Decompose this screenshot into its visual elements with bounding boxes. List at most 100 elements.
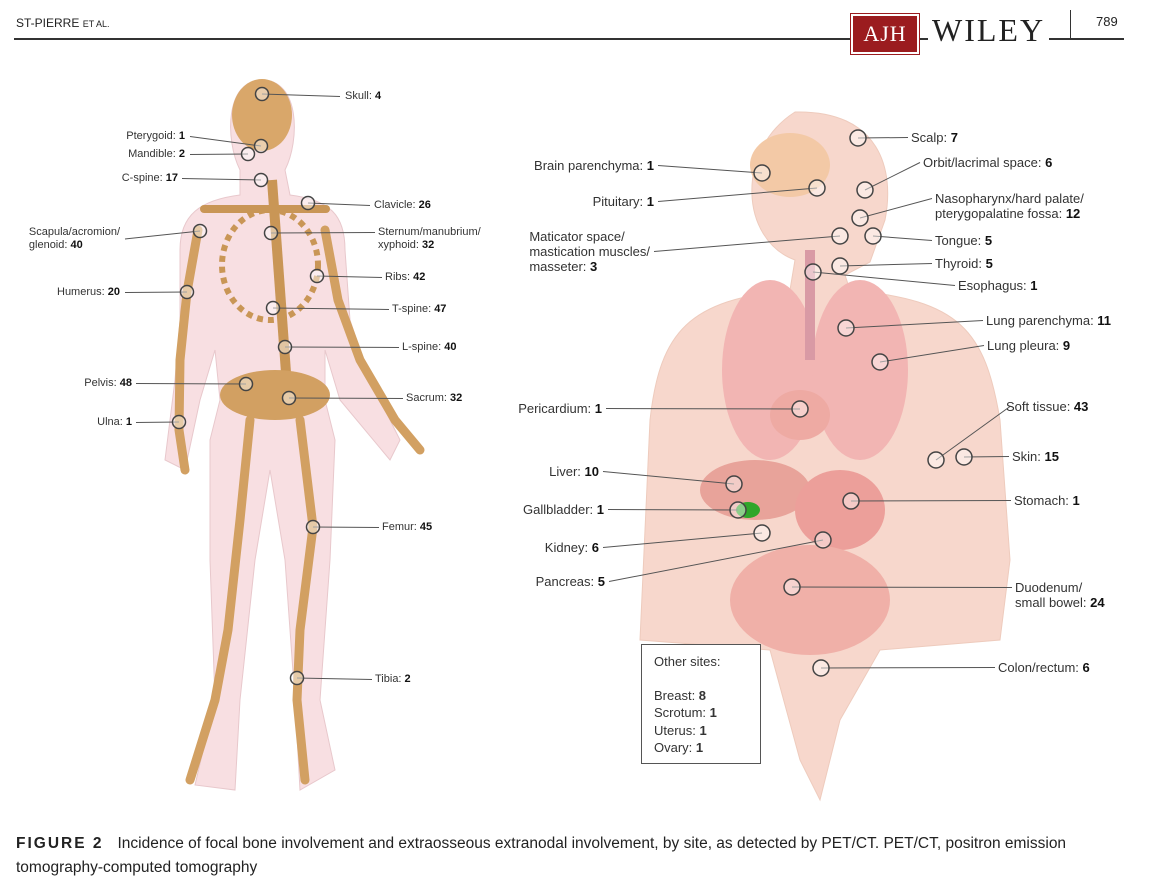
count-value: 47 [434,303,447,315]
organ-site-label: Kidney: 6 [544,540,599,555]
count-value: 1 [596,502,604,517]
count-value: 40 [70,239,83,251]
organ-site-marker [791,400,809,418]
leader-line [307,202,371,206]
organ-site-label: Soft tissue: 43 [1006,399,1089,414]
bone-site-label: T-spine: 47 [392,303,447,315]
count-value: 3 [590,259,598,274]
bone-site-label: Mandible: 2 [128,148,185,160]
organ-site-marker [955,448,973,466]
bone-site-marker [253,138,269,154]
leader-line [124,291,188,293]
leader-line [607,509,739,511]
count-value: 5 [984,233,993,248]
organ-site-label: Pituitary: 1 [592,194,654,209]
bone-site-marker [289,670,305,686]
bone-site-label: L-spine: 40 [402,341,457,353]
organ-site-marker [725,475,743,493]
organ-site-marker [831,227,849,245]
count-value: 1 [594,401,602,416]
organ-site-label: Scalp: 7 [911,130,958,145]
count-value: 32 [450,392,463,404]
leader-line [272,307,390,310]
bone-site-marker [240,146,256,162]
journal-logo: AJH [850,13,920,55]
count-value: 6 [1082,660,1090,675]
organ-site-label: Thyroid: 5 [935,256,993,271]
leader-line [189,136,262,147]
bone-site-marker [179,284,195,300]
count-value: 24 [1090,595,1105,610]
organ-site-label: Pericardium: 1 [518,401,602,416]
count-value: 17 [165,172,178,184]
organ-site-label: Skin: 15 [1012,449,1059,464]
leader-line [859,198,933,219]
organ-site-label: Esophagus: 1 [958,278,1038,293]
author-suffix: ET AL. [82,19,110,29]
organ-site-marker [812,659,830,677]
leader-line [124,230,201,240]
leader-line [608,539,824,582]
organ-site-label: Maticator space/mastication muscles/mass… [529,229,650,274]
organ-site-marker [753,524,771,542]
leader-line [653,235,841,252]
leader-line [316,275,383,278]
count-value: 1 [646,194,654,209]
leader-line [872,235,933,241]
organ-site-label: Lung pleura: 9 [987,338,1071,353]
other-site-item: Uterus: 1 [654,722,707,738]
organ-site-label: Liver: 10 [549,464,599,479]
page-number: 789 [1096,14,1118,29]
count-value: 10 [584,464,599,479]
organ-site-marker [729,501,747,519]
organ-site-label: Colon/rectum: 6 [998,660,1090,675]
organ-site-label: Lung parenchyma: 11 [986,313,1112,328]
bone-site-label: Tibia: 2 [375,673,411,685]
bone-site-label: Femur: 45 [382,521,433,533]
organ-site-marker [837,319,855,337]
header-rule [14,38,1124,40]
leader-line [845,320,984,329]
torso-illustration [639,111,1011,802]
leader-line [864,162,921,191]
bone-site-label: Ribs: 42 [385,271,426,283]
running-head-author: ST-PIERRE ET AL. [16,16,110,30]
bone-site-marker [253,172,269,188]
bone-site-marker [277,339,293,355]
bone-site-marker [263,225,279,241]
organ-site-marker [927,451,945,469]
bone-site-label: Ulna: 1 [97,416,132,428]
leader-line [605,408,801,410]
count-value: 15 [1044,449,1059,464]
leader-line [602,471,735,485]
other-sites-title: Other sites: [654,654,721,669]
organ-site-marker [864,227,882,245]
skeleton-illustration [164,79,425,791]
organ-site-label: Gallbladder: 1 [523,502,604,517]
other-site-item: Scrotum: 1 [654,705,717,720]
organ-site-label: Tongue: 5 [935,233,993,248]
bone-site-label: Clavicle: 26 [374,199,431,211]
leader-line [284,346,400,348]
bone-site-marker [238,376,254,392]
leader-line [312,526,380,528]
count-value: 5 [985,256,993,271]
leader-line [189,153,249,155]
count-value: 40 [444,341,457,353]
organ-site-label: Duodenum/small bowel: 24 [1015,580,1105,610]
leader-line [602,532,763,548]
bone-site-marker [305,519,321,535]
organ-site-marker [871,353,889,371]
count-value: 9 [1062,338,1071,353]
leader-line [791,586,1013,588]
leader-line [270,232,376,234]
count-value: 26 [418,199,431,211]
bone-site-label: Skull: 4 [345,90,382,102]
count-value: 48 [119,377,132,389]
leader-line [135,383,247,385]
